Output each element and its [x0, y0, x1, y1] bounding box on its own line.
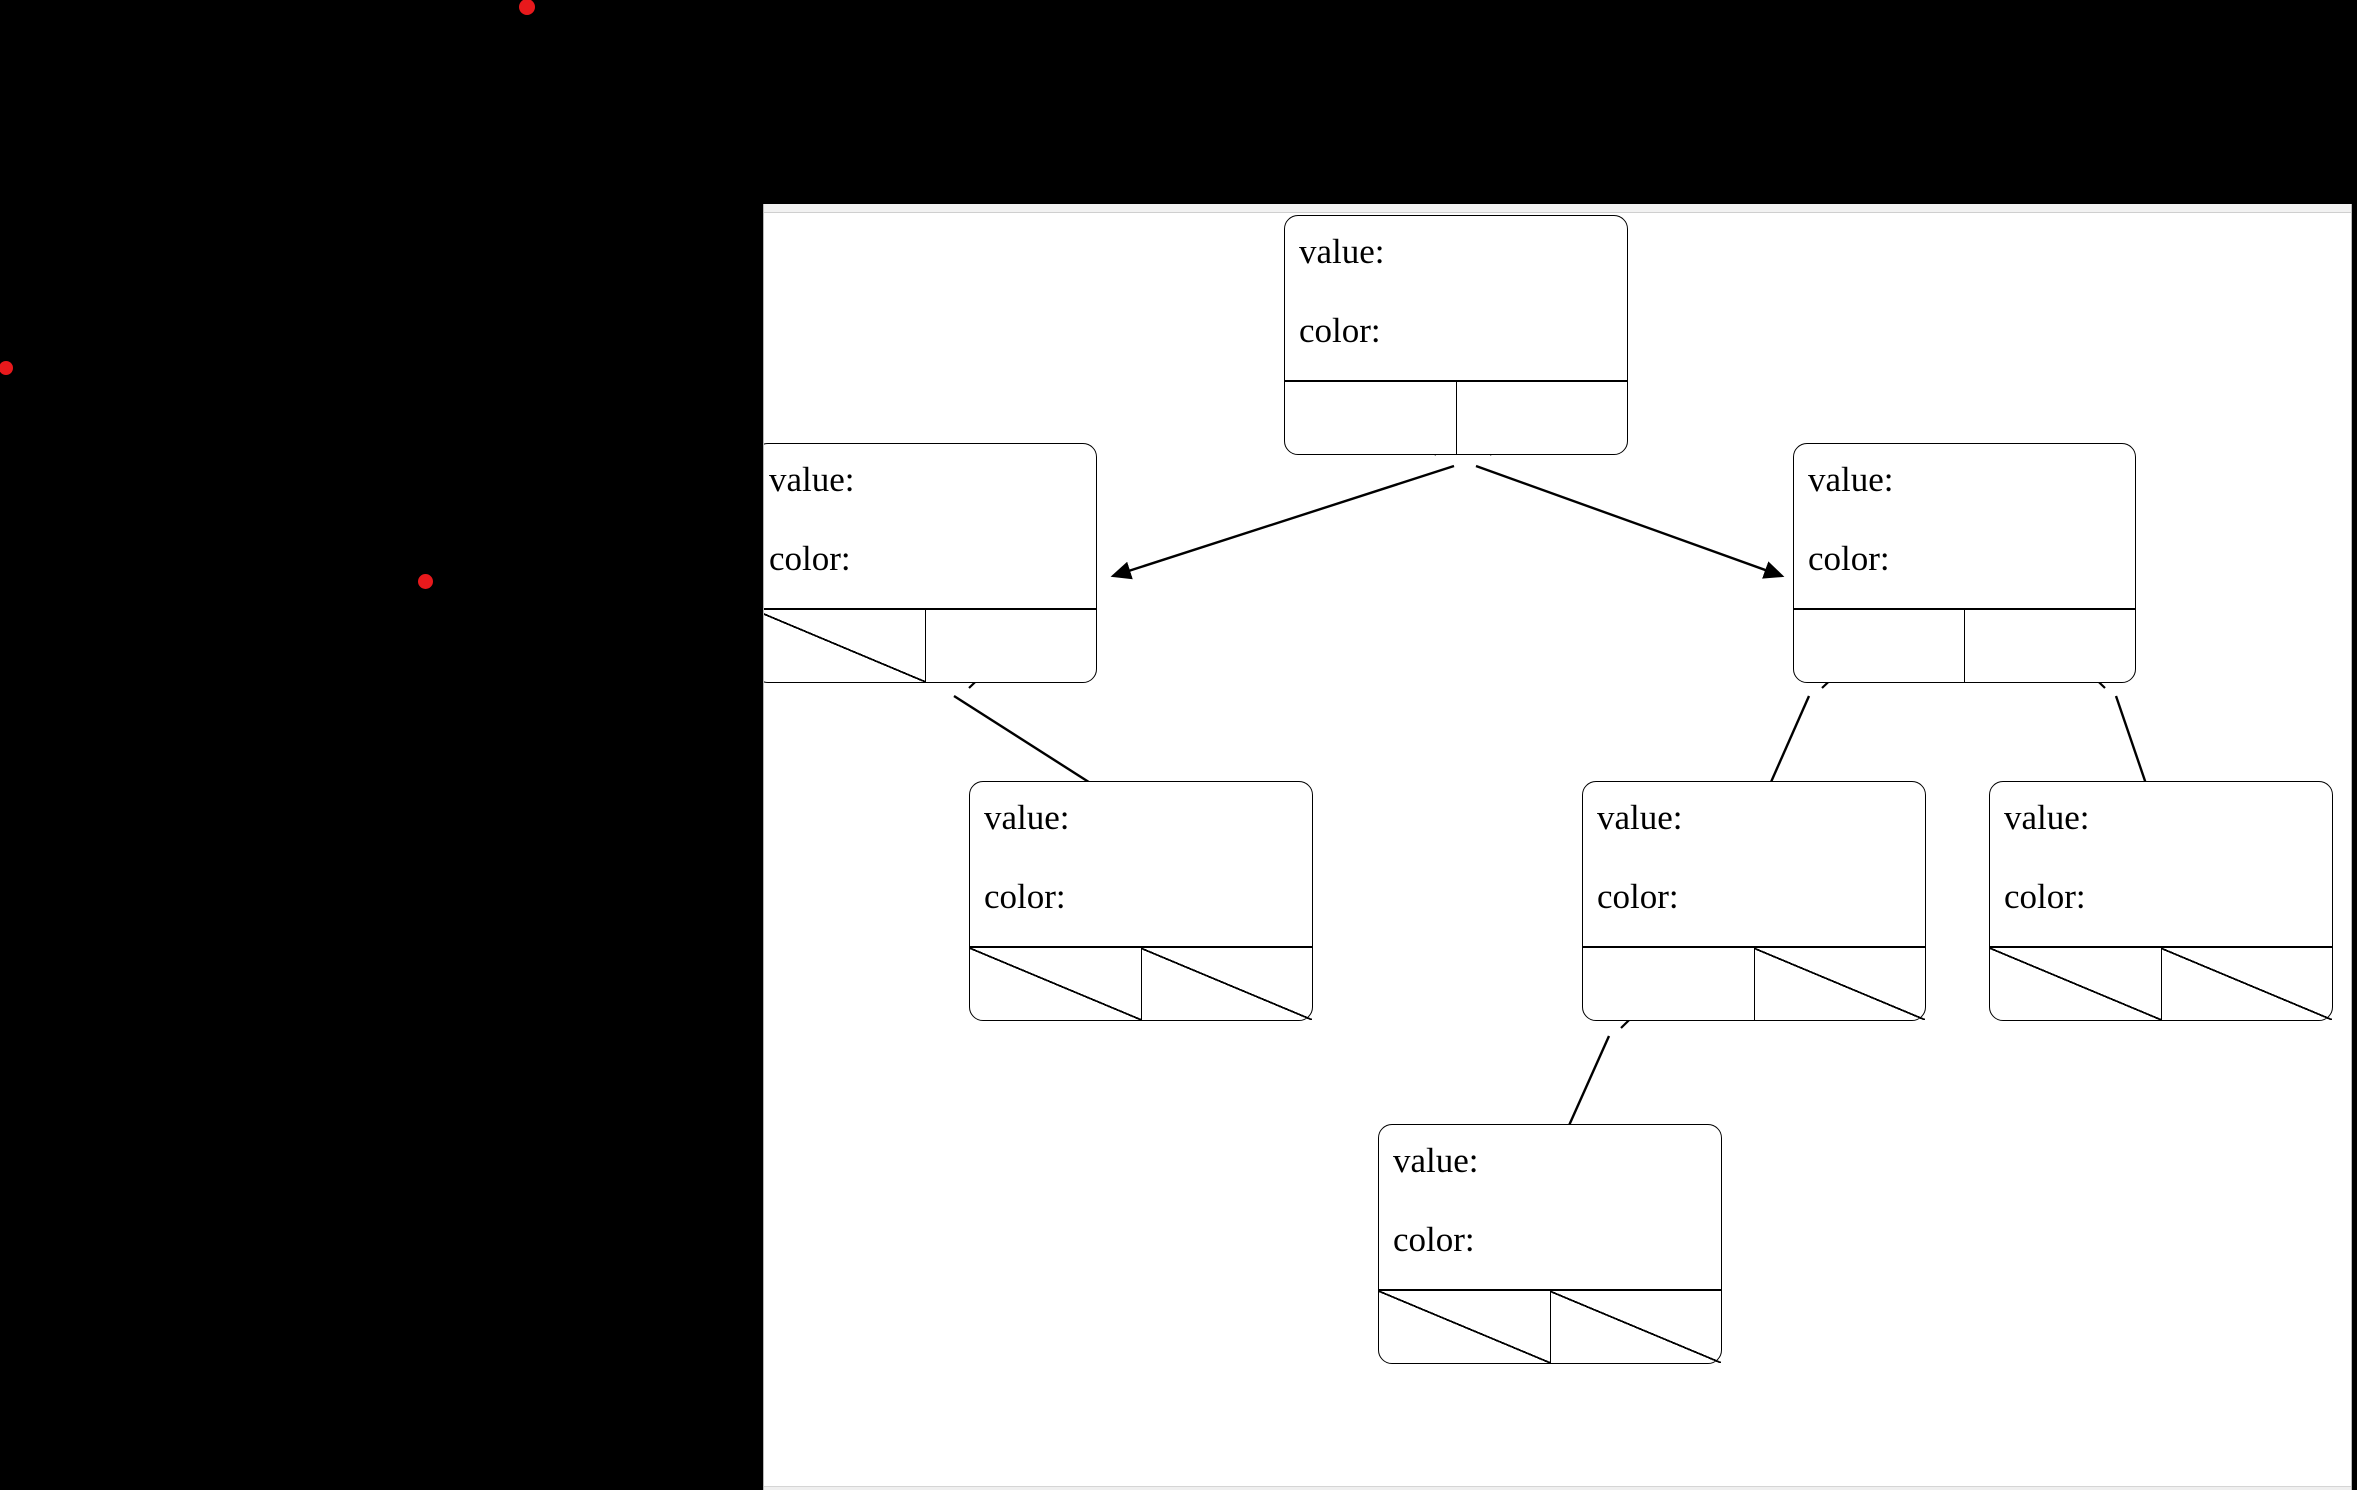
node-pointer-slots: [1794, 608, 2135, 682]
node-pointer-slots: [764, 608, 1096, 682]
node-fields: value: color:: [764, 444, 1096, 578]
tree-node-right-child[interactable]: value: color:: [1793, 443, 2136, 683]
node-left-pointer-slot-null[interactable]: [1379, 1291, 1550, 1363]
node-value-label: value:: [2004, 798, 2090, 837]
node-right-pointer-slot-null[interactable]: [1753, 948, 1925, 1020]
node-pointer-slots: [1379, 1289, 1721, 1363]
node-color-label: color:: [1597, 877, 1679, 916]
node-color-label: color:: [1299, 311, 1381, 350]
node-value-label: value:: [1808, 460, 1894, 499]
node-left-pointer-slot[interactable]: [1285, 382, 1456, 454]
tree-node-right-left-grandchild[interactable]: value: color:: [1582, 781, 1926, 1021]
node-left-pointer-slot-null[interactable]: [764, 610, 925, 682]
red-black-tree-diagram: value: color: value: color:: [764, 204, 2351, 1490]
node-right-pointer-slot[interactable]: [1455, 382, 1628, 454]
node-fields: value: color:: [1583, 782, 1925, 914]
node-pointer-slots: [970, 946, 1312, 1020]
panel-top-strip: [764, 204, 2351, 213]
panel-bottom-strip: [764, 1486, 2351, 1490]
node-right-pointer-slot-null[interactable]: [1549, 1291, 1721, 1363]
node-right-pointer-slot-null[interactable]: [1140, 948, 1312, 1020]
node-left-pointer-slot-null[interactable]: [970, 948, 1141, 1020]
tree-node-deepest[interactable]: value: color:: [1378, 1124, 1722, 1364]
node-fields: value: color:: [1990, 782, 2332, 914]
node-value-label: value:: [1597, 798, 1683, 837]
node-color-label: color:: [984, 877, 1066, 916]
desktop-background: [0, 0, 763, 1490]
node-pointer-slots: [1583, 946, 1925, 1020]
diagram-viewer-panel[interactable]: value: color: value: color:: [763, 204, 2352, 1490]
node-left-pointer-slot[interactable]: [1583, 948, 1754, 1020]
node-value-label: value:: [1393, 1141, 1479, 1180]
node-value-label: value:: [769, 460, 855, 499]
node-color-label: color:: [1393, 1220, 1475, 1259]
node-left-pointer-slot[interactable]: [1794, 610, 1964, 682]
red-dot-marker-1: [519, 0, 535, 15]
node-value-label: value:: [984, 798, 1070, 837]
node-color-label: color:: [1808, 539, 1890, 578]
node-fields: value: color:: [970, 782, 1312, 914]
tree-node-left-child[interactable]: value: color:: [764, 443, 1097, 683]
edge-root-to-left-child: [1110, 464, 1455, 580]
node-right-pointer-slot[interactable]: [925, 610, 1096, 682]
node-right-pointer-slot[interactable]: [1964, 610, 2135, 682]
tree-node-root[interactable]: value: color:: [1284, 215, 1628, 455]
tree-node-left-right-grandchild[interactable]: value: color:: [969, 781, 1313, 1021]
node-right-pointer-slot-null[interactable]: [2160, 948, 2332, 1020]
node-pointer-slots: [1285, 380, 1627, 454]
node-left-pointer-slot-null[interactable]: [1990, 948, 2161, 1020]
edge-root-to-right-child: [1475, 464, 1785, 579]
red-dot-marker-2: [0, 361, 13, 375]
node-fields: value: color:: [1285, 216, 1627, 348]
node-color-label: color:: [769, 539, 851, 578]
node-fields: value: color:: [1794, 444, 2135, 576]
node-pointer-slots: [1990, 946, 2332, 1020]
node-fields: value: color:: [1379, 1125, 1721, 1257]
node-color-label: color:: [2004, 877, 2086, 916]
red-dot-marker-3: [418, 574, 433, 589]
node-value-label: value:: [1299, 232, 1385, 271]
tree-node-right-right-grandchild[interactable]: value: color:: [1989, 781, 2333, 1021]
